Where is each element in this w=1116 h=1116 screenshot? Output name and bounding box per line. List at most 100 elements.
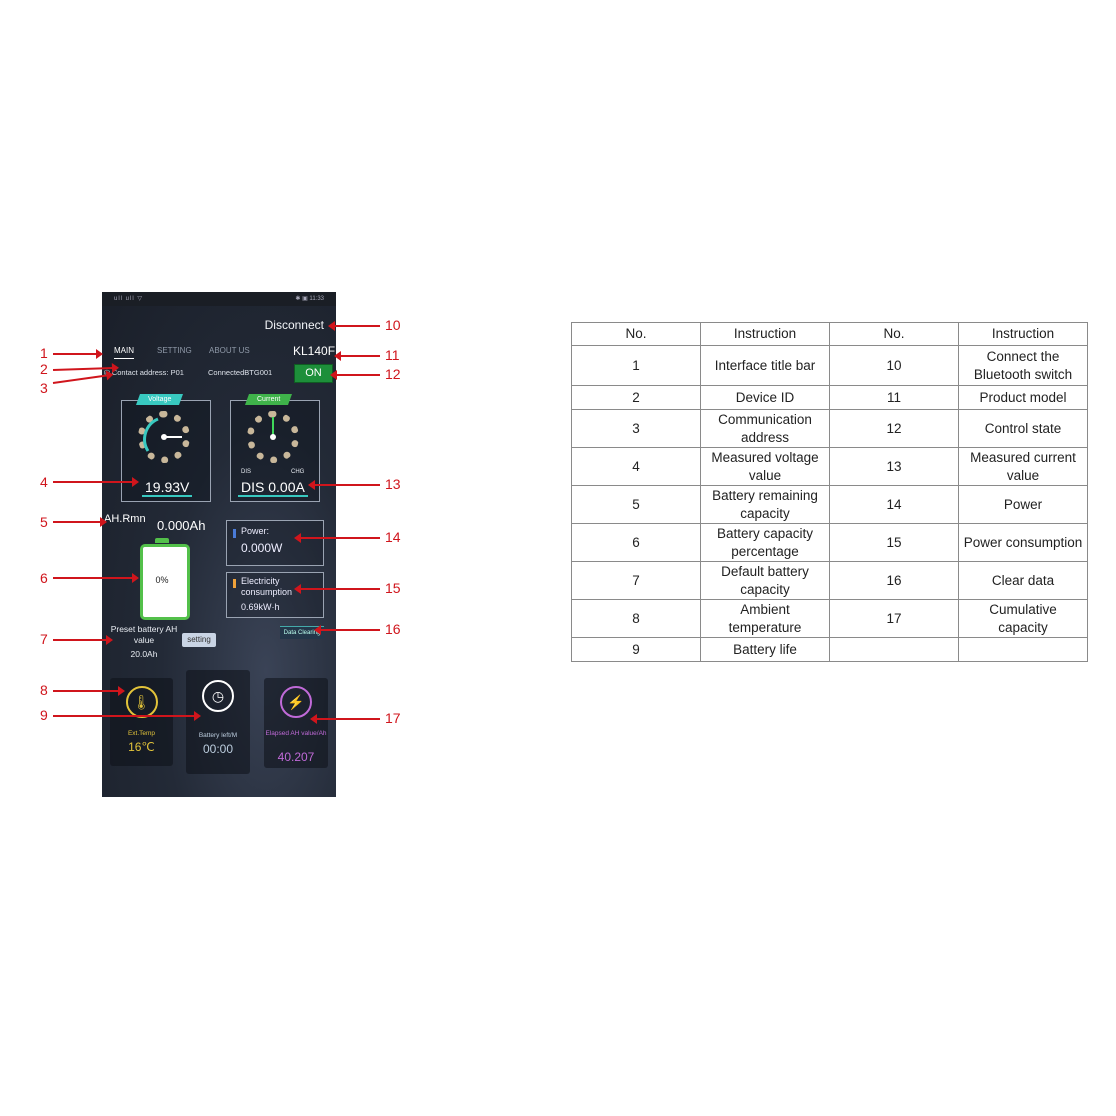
cell: Communication address <box>700 409 830 448</box>
elapsed-ah-label: Elapsed AH value/Ah <box>265 730 327 737</box>
voltage-panel: Voltage <box>121 394 211 502</box>
status-bar: ull ull ▽ ✱ ▣ 11:33 <box>102 292 336 306</box>
battery-left-label: Battery left/M <box>198 732 238 739</box>
callout-6: 6 <box>40 570 48 586</box>
cell: 1 <box>571 345 701 386</box>
callout-16: 16 <box>385 621 401 637</box>
power-value: 0.000W <box>241 541 283 555</box>
cell: 14 <box>829 485 959 524</box>
current-gauge <box>247 411 299 463</box>
callout-14: 14 <box>385 529 401 545</box>
voltage-gauge <box>138 411 190 463</box>
callout-11-arrow <box>334 351 380 361</box>
callout-1: 1 <box>40 345 48 361</box>
callout-12-arrow <box>330 370 380 380</box>
current-panel: Current DIS CHG <box>230 394 320 502</box>
status-left: ull ull ▽ <box>114 296 143 302</box>
cell: Battery capacity percentage <box>700 523 830 562</box>
ah-remaining-label: AH.Rmn <box>104 513 146 525</box>
power-indicator <box>233 529 236 538</box>
connected-device-id: ConnectedBTG001 <box>208 368 273 377</box>
callout-11: 11 <box>385 347 400 363</box>
cell: Control state <box>958 409 1088 448</box>
cell: 15 <box>829 523 959 562</box>
callout-8: 8 <box>40 682 48 698</box>
callout-3: 3 <box>40 380 48 396</box>
cell: 9 <box>571 637 701 662</box>
disconnect-button[interactable]: Disconnect <box>264 318 324 332</box>
ah-remaining-value: 0.000Ah <box>157 518 206 533</box>
callout-8-arrow <box>53 686 125 696</box>
cell: 11 <box>829 385 959 410</box>
callout-14-arrow <box>294 533 380 543</box>
status-right: ✱ ▣ 11:33 <box>295 296 324 302</box>
battery-left-value: 00:00 <box>202 742 234 756</box>
power-label: Power: <box>241 526 270 536</box>
callout-13-arrow <box>308 480 380 490</box>
tab-main[interactable]: MAIN <box>114 346 134 359</box>
callout-6-arrow <box>53 573 139 583</box>
preset-battery-value: 20.0Ah <box>130 649 158 659</box>
clock-icon: ◷ <box>202 680 234 712</box>
phone-screen: ull ull ▽ ✱ ▣ 11:33 Disconnect MAIN SETT… <box>102 292 336 797</box>
chg-label: CHG <box>291 469 305 475</box>
product-model: KL140F <box>293 344 336 358</box>
header-instruction-1: Instruction <box>700 322 830 346</box>
callout-10: 10 <box>385 317 401 333</box>
voltage-tag: Voltage <box>135 394 184 405</box>
voltage-value: 19.93V <box>142 479 193 497</box>
tab-about-us[interactable]: ABOUT US <box>209 346 250 355</box>
ext-temp-label: Ext.Temp <box>127 730 156 737</box>
cell: 6 <box>571 523 701 562</box>
cell: Battery life <box>700 637 830 662</box>
cell: Clear data <box>958 561 1088 600</box>
callout-3-arrow <box>52 374 108 384</box>
preset-battery-label: Preset battery AH value <box>110 624 178 645</box>
on-toggle-button[interactable]: ON <box>294 364 333 383</box>
header-instruction-2: Instruction <box>958 322 1088 346</box>
table-header-row: No. Instruction No. Instruction <box>571 322 1088 346</box>
callout-5: 5 <box>40 514 48 530</box>
callout-7: 7 <box>40 631 48 647</box>
cell: 8 <box>571 599 701 638</box>
cell: Power <box>958 485 1088 524</box>
setting-button[interactable]: setting <box>182 633 216 647</box>
cell: 3 <box>571 409 701 448</box>
power-box: Power: 0.000W <box>226 520 324 566</box>
cell: 7 <box>571 561 701 600</box>
cell: 16 <box>829 561 959 600</box>
cell: 12 <box>829 409 959 448</box>
elapsed-ah-card: ⚡ Elapsed AH value/Ah 40.207 <box>264 678 328 768</box>
cell: 5 <box>571 485 701 524</box>
cell: Default battery capacity <box>700 561 830 600</box>
data-clearing-button[interactable]: Data Clearing <box>280 626 324 639</box>
thermometer-icon: 🌡 <box>125 686 158 718</box>
callout-17: 17 <box>385 710 401 726</box>
callout-16-arrow <box>314 625 380 635</box>
callout-17-arrow <box>310 714 380 724</box>
cell: Measured current value <box>958 447 1088 486</box>
cell: 4 <box>571 447 701 486</box>
header-no-2: No. <box>829 322 959 346</box>
cell <box>958 637 1088 662</box>
callout-12: 12 <box>385 366 401 382</box>
callout-15-arrow <box>294 584 380 594</box>
electricity-label: Electricity consumption <box>241 576 293 597</box>
cell: Connect the Bluetooth switch <box>958 345 1088 386</box>
dis-label: DIS <box>241 469 252 475</box>
callout-10-arrow <box>328 321 380 331</box>
callout-4-arrow <box>53 477 139 487</box>
callout-5-arrow <box>53 517 107 527</box>
tab-setting[interactable]: SETTING <box>157 346 192 355</box>
battery-left-card: ◷ Battery left/M 00:00 <box>186 670 250 774</box>
contact-address-text: Contact address: P01 <box>111 368 184 377</box>
electricity-box: Electricity consumption 0.69kW·h <box>226 572 324 618</box>
battery-cap <box>155 538 169 543</box>
